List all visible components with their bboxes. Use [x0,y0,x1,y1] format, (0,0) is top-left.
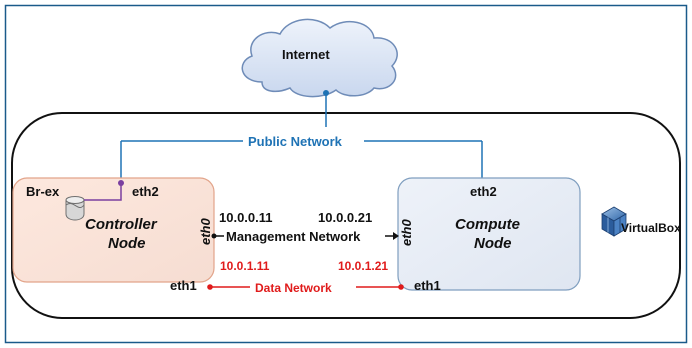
controller-eth2-dot [118,180,124,186]
data-network-label: Data Network [255,281,332,295]
bridge-label: Br-ex [26,184,60,199]
management-arrowhead [393,232,399,240]
controller-title-line1: Controller [85,216,158,233]
compute-eth1-dot [398,284,404,290]
controller-eth0-label: eth0 [198,218,213,246]
controller-eth2-label: eth2 [132,184,159,199]
compute-node-box [397,177,581,291]
controller-mgmt-ip: 10.0.0.11 [219,210,273,225]
cloud-uplink-dot [323,90,329,96]
compute-title-line2: Node [474,235,512,252]
compute-mgmt-ip: 10.0.0.21 [318,210,372,225]
controller-title-line2: Node [108,235,146,252]
controller-data-ip: 10.0.1.11 [220,259,270,273]
virtualbox-label: VirtualBox [621,221,681,235]
internet-cloud: Internet [241,18,398,98]
public-network-label: Public Network [248,134,343,149]
public-network-lines [120,93,483,183]
virtualbox-logo: VirtualBox [601,206,681,237]
controller-node: Controller Node eth2 eth1 eth0 [12,177,215,293]
bridge-icon [65,196,85,221]
management-network-label: Management Network [226,229,361,244]
controller-eth0-dot [211,233,217,239]
internet-label: Internet [282,47,330,62]
compute-title-line1: Compute [455,216,520,233]
bridge-to-eth2-line [84,183,122,201]
compute-eth0-label: eth0 [399,219,414,247]
controller-node-box [12,177,215,283]
compute-eth1-label: eth1 [414,278,441,293]
compute-data-ip: 10.0.1.21 [338,259,388,273]
controller-eth1-dot [207,284,213,290]
compute-eth2-label: eth2 [470,184,497,199]
controller-eth1-label: eth1 [170,278,197,293]
compute-node: Compute Node eth2 eth1 eth0 [397,177,581,293]
virtualbox-cube-icon [601,206,627,237]
